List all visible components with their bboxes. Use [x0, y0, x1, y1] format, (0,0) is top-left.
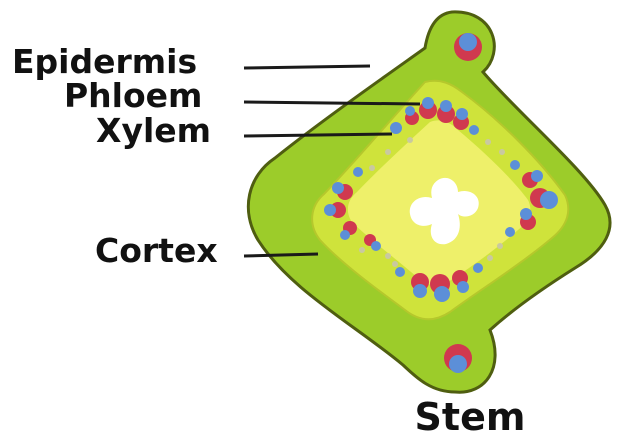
- xylem-bundle: [459, 33, 477, 51]
- phloem-leader-line: [244, 102, 420, 104]
- xylem-bundle: [449, 355, 467, 373]
- xylem-bundle: [390, 122, 402, 134]
- xylem-bundle: [324, 204, 336, 216]
- xylem-bundle: [413, 284, 427, 298]
- xylem-bundle: [505, 227, 515, 237]
- label-cortex: Cortex: [95, 231, 218, 270]
- xylem-bundle: [371, 241, 381, 251]
- xylem-bundle: [440, 100, 452, 112]
- xylem-bundle: [434, 286, 450, 302]
- xylem-bundle: [469, 125, 479, 135]
- xylem-bundle: [540, 191, 558, 209]
- label-xylem: Xylem: [96, 111, 211, 150]
- xylem-bundle: [422, 97, 434, 109]
- xylem-bundle: [340, 230, 350, 240]
- xylem-bundle: [473, 263, 483, 273]
- xylem-bundle: [332, 182, 344, 194]
- xylem-bundle: [457, 281, 469, 293]
- epidermis-leader-line: [244, 66, 370, 68]
- xylem-bundle: [405, 106, 415, 116]
- label-phloem: Phloem: [64, 76, 202, 115]
- xylem-bundle: [510, 160, 520, 170]
- xylem-bundle: [353, 167, 363, 177]
- lobe-bundle-top: [454, 33, 482, 61]
- xylem-bundle: [531, 170, 543, 182]
- xylem-leader-line: [244, 134, 392, 136]
- xylem-bundle: [395, 267, 405, 277]
- xylem-bundle: [520, 208, 532, 220]
- xylem-bundle: [456, 108, 468, 120]
- cortex-leader-line: [244, 254, 318, 256]
- diagram-caption: Stem: [415, 395, 526, 439]
